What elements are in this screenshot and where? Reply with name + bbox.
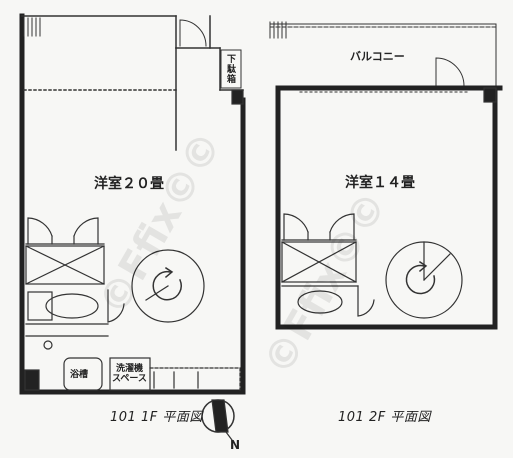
floor2-plan xyxy=(269,21,503,330)
north-label: N xyxy=(230,438,241,452)
floor1-entry-door xyxy=(179,19,207,47)
floor2-outer-walls xyxy=(275,85,503,330)
floor1-closet xyxy=(25,217,105,285)
floor1-plan xyxy=(19,13,246,395)
floor1-window-hatch xyxy=(23,17,41,37)
floor1-caption: 101 1F 平面図 xyxy=(110,410,203,425)
floor1-storage-label: 下駄箱 xyxy=(225,54,235,84)
floor1-spiral-stair xyxy=(131,249,205,323)
floor1-bath-label: 浴槽 xyxy=(70,370,89,380)
floor2-room-label: 洋室１４畳 xyxy=(345,175,415,191)
floor1-thin-walls xyxy=(21,15,244,151)
floor1-toilet xyxy=(25,289,125,325)
floor1-bath-area xyxy=(25,335,241,391)
floor1-storage-box xyxy=(220,49,242,89)
floor2-balcony-label: バルコニー xyxy=(350,50,405,63)
floor2-closet xyxy=(281,213,357,283)
floor2-toilet xyxy=(281,285,375,317)
floor1-post xyxy=(231,89,244,105)
floor1-laundry-label: 洗濯機 スペース xyxy=(112,364,147,384)
floor2-balcony xyxy=(269,21,497,87)
floor1-outer-walls xyxy=(19,13,246,395)
floor2-caption: 101 2F 平面図 xyxy=(338,410,431,425)
north-arrow xyxy=(201,399,235,441)
floor1-room-label: 洋室２０畳 xyxy=(94,176,164,192)
floor1-post xyxy=(24,369,40,391)
floor2-spiral-stair xyxy=(385,241,463,319)
floor2-post xyxy=(483,87,497,103)
